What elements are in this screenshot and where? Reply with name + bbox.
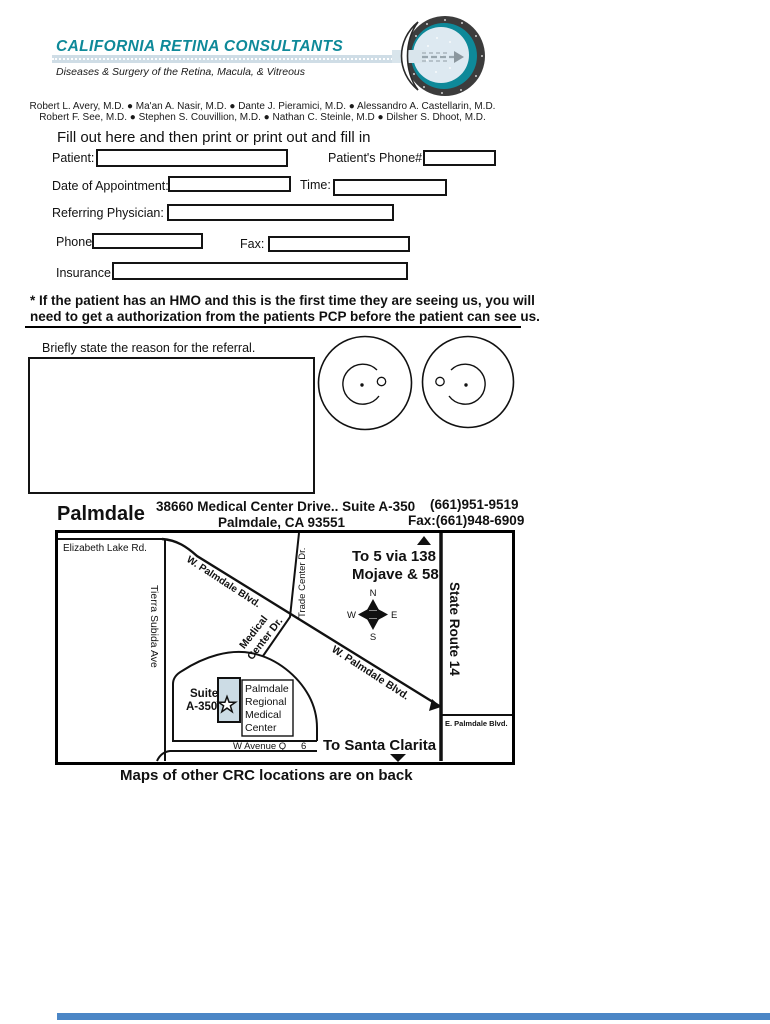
compass-icon: N W E S bbox=[347, 588, 397, 643]
north-destination-line1: To 5 via 138 bbox=[352, 548, 436, 565]
office-phone: (661)951-9519 bbox=[430, 497, 519, 512]
road-label-trade-center: Trade Center Dr. bbox=[297, 548, 308, 618]
brand-band-dots bbox=[52, 58, 452, 60]
appointment-date-input[interactable] bbox=[168, 176, 291, 192]
phone-input[interactable] bbox=[92, 233, 203, 249]
phone-label: Phone: bbox=[56, 235, 96, 249]
bottom-bar bbox=[57, 1013, 770, 1020]
office-city: Palmdale bbox=[57, 503, 145, 525]
south-destination: To Santa Clarita bbox=[323, 737, 437, 754]
office-address1: 38660 Medical Center Drive.. Suite A-350 bbox=[156, 499, 416, 514]
south-arrow-icon bbox=[390, 754, 406, 762]
road-junction-arrow bbox=[429, 699, 441, 711]
insurance-input[interactable] bbox=[112, 262, 408, 280]
fax-label: Fax: bbox=[240, 237, 265, 251]
brand-tagline: Diseases & Surgery of the Retina, Macula… bbox=[56, 66, 306, 78]
north-arrow-icon bbox=[417, 536, 431, 545]
road-hospital-loop bbox=[172, 650, 318, 742]
time-input[interactable] bbox=[333, 179, 447, 196]
patient-input[interactable] bbox=[96, 149, 288, 167]
doctors-line-2: Robert F. See, M.D. ● Stephen S. Couvill… bbox=[39, 112, 486, 123]
patient-phone-input[interactable] bbox=[423, 150, 496, 166]
suite-label-line2: A-350 bbox=[186, 701, 217, 713]
road-trade-medical-center bbox=[262, 532, 300, 657]
north-destination-line2: Mojave & 58 bbox=[352, 566, 439, 583]
compass-w-label: W bbox=[347, 610, 356, 621]
road-label-elizabeth-lake: Elizabeth Lake Rd. bbox=[63, 543, 147, 554]
road-label-w-avenue-q: W Avenue Q bbox=[233, 741, 286, 752]
compass-n-label: N bbox=[370, 588, 377, 599]
palmdale-map: Elizabeth Lake Rd. Tierra Subida Ave W. … bbox=[55, 530, 515, 765]
doctors-line-1: Robert L. Avery, M.D. ● Ma'an A. Nasir, … bbox=[29, 101, 496, 112]
hospital-label-1: Palmdale bbox=[245, 683, 289, 695]
office-address2: Palmdale, CA 93551 bbox=[218, 515, 346, 530]
patient-phone-label: Patient's Phone# bbox=[328, 151, 423, 165]
road-w-palmdale-blvd bbox=[161, 537, 442, 709]
road-label-e-palmdale: E. Palmdale Blvd. bbox=[445, 719, 508, 728]
referring-physician-label: Referring Physician: bbox=[52, 206, 164, 220]
form-instruction: Fill out here and then print or print ou… bbox=[57, 129, 371, 146]
hospital-box bbox=[241, 679, 294, 737]
star-icon bbox=[216, 694, 238, 714]
time-label: Time: bbox=[300, 178, 331, 192]
hmo-note-divider bbox=[25, 326, 521, 328]
back-locations-note: Maps of other CRC locations are on back bbox=[120, 767, 413, 784]
patient-label: Patient: bbox=[52, 151, 95, 165]
office-fax: Fax:(661)948-6909 bbox=[408, 513, 525, 528]
hmo-note-line1: * If the patient has an HMO and this is … bbox=[30, 293, 535, 308]
road-w-avenue-q-bottom bbox=[156, 750, 317, 762]
reason-label: Briefly state the reason for the referra… bbox=[42, 341, 256, 355]
hmo-note-line2: need to get a authorization from the pat… bbox=[30, 309, 540, 324]
fax-input[interactable] bbox=[268, 236, 410, 252]
road-label-tierra-subida: Tierra Subida Ave bbox=[148, 585, 160, 668]
reason-input[interactable] bbox=[28, 357, 315, 494]
hospital-label-4: Center bbox=[245, 722, 277, 734]
brand-title: CALIFORNIA RETINA CONSULTANTS bbox=[56, 38, 344, 55]
insurance-label: Insurance: bbox=[56, 266, 115, 280]
referring-physician-input[interactable] bbox=[167, 204, 394, 221]
appointment-date-label: Date of Appointment: bbox=[52, 179, 169, 193]
hospital-label-2: Regional bbox=[245, 696, 286, 708]
compass-s-label: S bbox=[370, 632, 376, 643]
brand-band bbox=[52, 55, 452, 63]
road-label-state-route-14: State Route 14 bbox=[447, 582, 462, 676]
eye-logo-icon bbox=[392, 16, 485, 96]
hospital-label-3: Medical bbox=[245, 709, 281, 721]
eye-fundus-diagrams bbox=[317, 335, 515, 431]
road-label-route-6: 6 bbox=[301, 741, 306, 752]
compass-e-label: E bbox=[391, 610, 397, 621]
suite-label-line1: Suite bbox=[190, 688, 218, 700]
